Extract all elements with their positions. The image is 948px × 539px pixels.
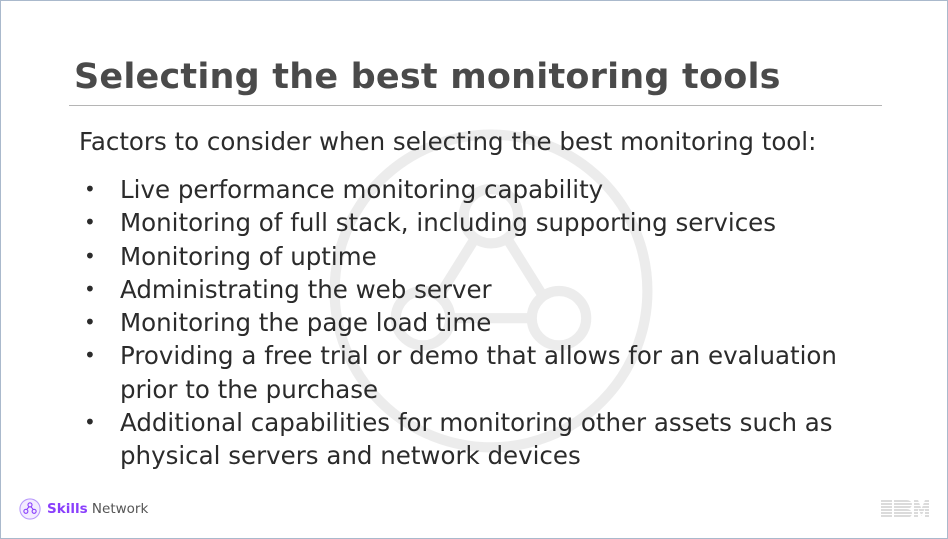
bullet-list: •Live performance monitoring capability•… [79,173,879,473]
title-divider [69,105,882,106]
bullet-line: Monitoring of uptime [120,241,377,271]
bullet-line: physical servers and network devices [120,441,581,471]
bullet-line: Monitoring the page load time [120,308,492,338]
bullet-line: prior to the purchase [120,374,379,404]
bullet-item: • Providing a free trial or demo that all… [79,339,879,406]
brand-name-bold: Skills [47,501,88,517]
brand-name-rest: Network [87,501,149,517]
bullet-line: Additional capabilities for monitoring o… [120,408,833,438]
bullet-item: • Additional capabilities for monitoring … [79,406,879,473]
bullet-dot: • [84,343,96,368]
ibm-logo [881,500,929,518]
bullet-dot: • [84,243,96,268]
bullet-dot: • [84,310,96,335]
bullet-dot: • [84,177,96,201]
bullet-line: Live performance monitoring capability [120,175,604,204]
bullet-dot: • [84,276,96,301]
bullet-line: Monitoring of full stack, including supp… [120,208,777,238]
skills-network-watermark-icon [329,129,653,453]
brand-name: Skills Network [47,501,148,517]
bullet-dot: • [84,210,96,235]
bullet-dot: • [84,410,96,435]
bullet-item: • Administrating the web server [79,273,879,306]
bullet-item: • Monitoring of full stack, including sup… [79,206,879,239]
bullet-line: Providing a free trial or demo that allo… [120,341,837,371]
bullet-item: • Monitoring the page load time [79,306,879,339]
slide-title: Selecting the best monitoring tools [74,57,781,97]
intro-text: Factors to consider when selecting the b… [79,127,817,156]
skills-network-logo-icon [19,498,41,520]
bullet-line: Administrating the web server [120,274,492,304]
skills-network-logo: Skills Network [19,498,148,520]
bullet-item: • Monitoring of uptime [79,240,879,273]
bullet-item: • Live performance monitoring capability [79,173,879,206]
